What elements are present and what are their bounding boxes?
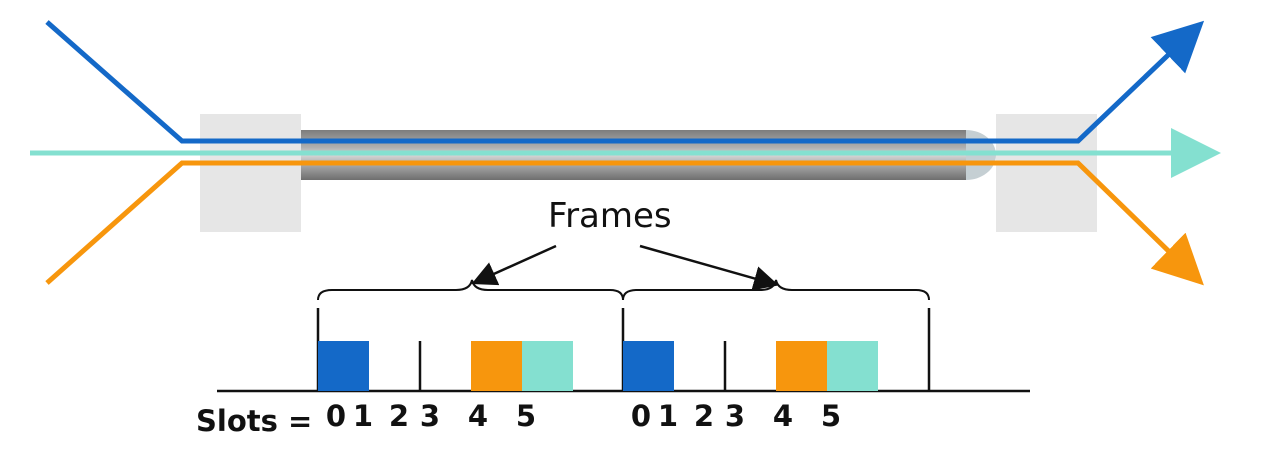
slots-label: Slots = bbox=[196, 404, 313, 438]
frame-brace-1 bbox=[317, 279, 624, 301]
frames-label: Frames bbox=[548, 196, 672, 236]
mux-right-box bbox=[996, 114, 1097, 232]
slot-group bbox=[318, 341, 878, 391]
slot-number: 2 bbox=[388, 399, 410, 433]
slot-blue bbox=[318, 341, 369, 391]
slot-orange bbox=[471, 341, 522, 391]
slot-number: 3 bbox=[419, 399, 441, 433]
slot-number: 3 bbox=[724, 399, 746, 433]
slot-blue bbox=[623, 341, 674, 391]
frame-brace-2 bbox=[622, 279, 930, 301]
slot-cyan bbox=[827, 341, 878, 391]
slot-number: 5 bbox=[515, 399, 537, 433]
blue-signal-line bbox=[45, 20, 1205, 144]
slot-number: 0 bbox=[325, 399, 347, 433]
orange-signal-line bbox=[45, 160, 1204, 286]
slot-number: 1 bbox=[657, 399, 679, 433]
slot-number: 5 bbox=[820, 399, 842, 433]
slot-number: 4 bbox=[772, 399, 794, 433]
slot-number: 0 bbox=[630, 399, 652, 433]
slot-number: 2 bbox=[693, 399, 715, 433]
frames-arrow-left bbox=[471, 244, 557, 286]
slot-orange bbox=[776, 341, 827, 391]
slot-number: 1 bbox=[352, 399, 374, 433]
mux-left-box bbox=[200, 114, 301, 232]
slot-number: 4 bbox=[467, 399, 489, 433]
slot-cyan bbox=[522, 341, 573, 391]
frames-arrow-right bbox=[639, 244, 779, 291]
